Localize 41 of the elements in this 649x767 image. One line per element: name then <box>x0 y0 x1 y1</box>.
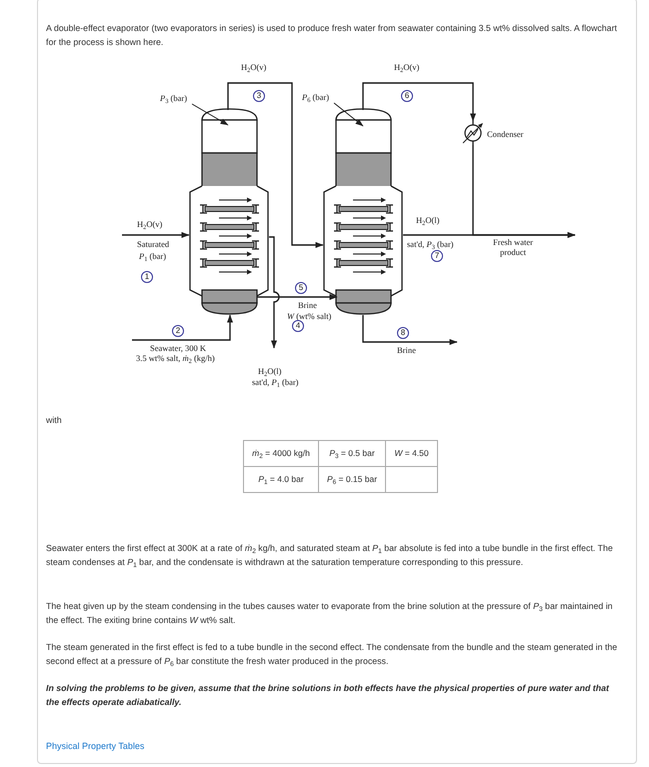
evaporator-drawing <box>189 108 269 315</box>
stream-label: H$_{2}$O(v) <box>241 62 266 72</box>
stream-label: P$_{1}$ (bar) <box>139 251 166 261</box>
flow-arrow <box>257 294 338 300</box>
condenser-symbol <box>461 121 485 145</box>
flow-arrow <box>403 232 576 238</box>
stream-label: Saturated <box>137 239 170 249</box>
table-cell: P$_{1}$ = 4.0 bar <box>243 466 319 493</box>
flow-arrow <box>269 236 280 348</box>
paragraph: The steam generated in the first effect is fed to a tube bundle in the second effect. The condensate from the bundle and the steam generated in the second effect at a pressure of P$_{6}$ bar constitute the fresh water produced in the process. <box>46 641 618 668</box>
flow-arrow <box>362 315 458 345</box>
flow-arrow <box>132 314 233 341</box>
table-cell: ṁ$_{2}$ = 4000 kg/h <box>243 440 319 467</box>
stream-label: H$_{2}$O(l) <box>258 366 282 376</box>
link: Physical Property Tables <box>46 740 144 753</box>
stream-label: 3.5 wt% salt, ṁ$_{2}$ (kg/h) <box>136 353 215 363</box>
stream-label: H$_{2}$O(v) <box>394 62 420 72</box>
paragraph: The heat given up by the steam condensing in the tubes causes water to evaporate from the brine solution at the pressure of P$_{3}$ bar maintained in the effect. The exiting brine contains W wt% salt. <box>46 600 614 627</box>
stream-label: H$_{2}$O(v) <box>137 219 162 229</box>
table-cell: W = 4.50 <box>385 440 438 467</box>
stream-label: sat'd, P$_{1}$ (bar) <box>252 377 299 387</box>
stream-label: W (wt% salt) <box>287 311 332 321</box>
evaporator-drawing <box>323 108 403 315</box>
pressure-label: P$_{6}$ (bar) <box>302 91 330 103</box>
stream-label: Brine <box>298 300 317 310</box>
pressure-label: P$_{3}$ (bar) <box>160 92 188 104</box>
stream-label: sat'd, P$_{3}$ (bar) <box>407 239 454 249</box>
paragraph: Seawater enters the first effect at 300K at a rate of ṁ$_{2}$ kg/h, and saturated steam at P$_{1}$ bar absolute is fed into a tube bundle in the first effect. The steam condenses at P$_{1}$ bar, and the condensate is withdrawn at the saturation temperature corresponding to this pressure. <box>46 542 614 569</box>
stream-label: H$_{2}$O(l) <box>416 215 440 225</box>
stream-label: Fresh water product <box>492 237 534 257</box>
flow-arrow <box>227 82 324 248</box>
flow-arrow <box>122 232 190 238</box>
condenser-label: Condenser <box>487 129 524 139</box>
leader-line <box>192 104 228 126</box>
stream-label: Seawater, 300 K <box>150 343 206 353</box>
flow-arrow <box>362 82 476 122</box>
paragraph: A double-effect evaporator (two evaporators in series) is used to produce fresh water from seawater containing 3.5 wt% dissolved salts. A flowchart for the process is shown here. <box>46 22 618 49</box>
paragraph: In solving the problems to be given, assume that the brine solutions in both effects have the physical properties of pure water and that the effects operate adiabatically. <box>46 682 610 709</box>
paragraph: with <box>46 414 62 427</box>
leader-line <box>334 102 364 126</box>
stream-label: Brine <box>397 345 416 355</box>
